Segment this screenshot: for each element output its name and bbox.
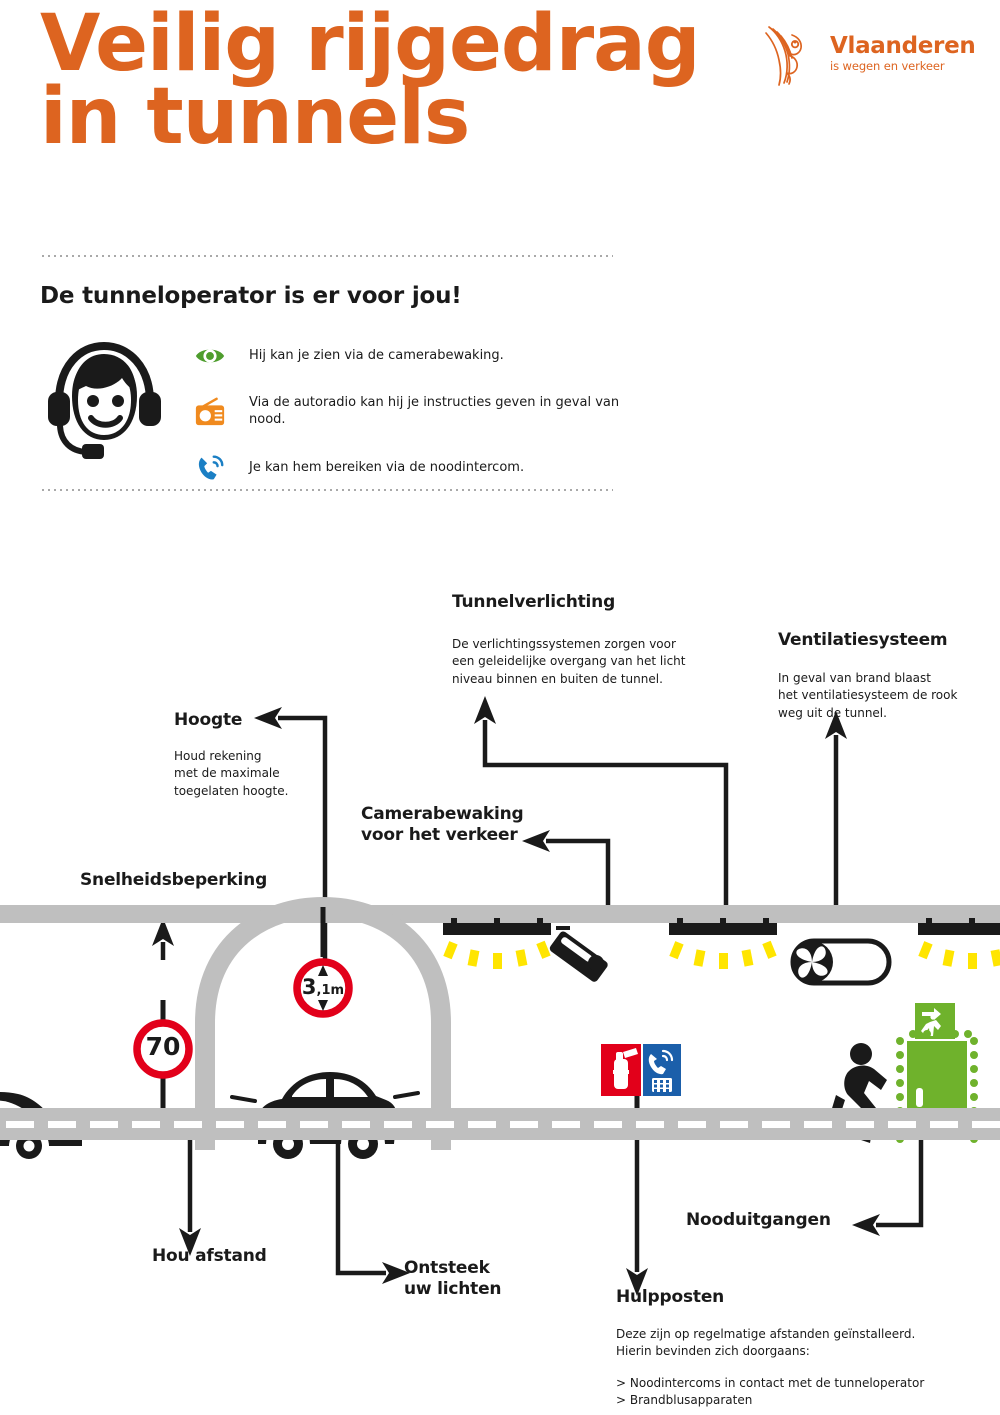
- label-camerabewaking: Camerabewaking voor het verkeer: [361, 804, 524, 846]
- fire-extinguisher-sign-icon: [601, 1044, 641, 1096]
- surveillance-camera-icon: [549, 926, 608, 982]
- label-nooduitgangen: Nooduitgangen: [686, 1210, 831, 1230]
- phone-ringing-icon: [193, 451, 227, 485]
- vlaanderen-logo: Vlaanderen is wegen en verkeer: [762, 20, 976, 90]
- label-hulpposten: Hulpposten: [616, 1287, 725, 1307]
- list-hulpposten: > Noodintercoms in contact met de tunnel…: [616, 1376, 925, 1408]
- label-snelheidsbeperking: Snelheidsbeperking: [80, 870, 268, 890]
- connector-lines: [160, 715, 924, 1276]
- page-title: Veilig rijgedrag in tunnels: [40, 0, 701, 162]
- tunnel-light-fixture-icon: [443, 918, 551, 969]
- connector-arrowheads: [152, 696, 880, 1296]
- eye-icon: [193, 339, 227, 373]
- label-ventilatiesysteem: Ventilatiesysteem: [778, 630, 948, 650]
- tunnel-diagram: 70 3,1m Tunnelverlichting De verlichting…: [0, 560, 1000, 1415]
- list-item-label: Via de autoradio kan hij je instructies …: [249, 395, 620, 427]
- divider-top: [40, 255, 613, 257]
- body-ventilatiesysteem: In geval van brand blaast het ventilatie…: [778, 671, 958, 720]
- divider-bottom: [40, 489, 613, 491]
- list-item: Hij kan je zien via de camerabewaking.: [193, 332, 623, 380]
- road-surface: [0, 1108, 1000, 1140]
- label-ontsteek-uw-lichten: Ontsteek uw lichten: [404, 1258, 502, 1300]
- operator-headset-avatar-icon: [48, 341, 161, 459]
- emergency-exit-sign-icon: [915, 1003, 955, 1039]
- speed-limit-value: 70: [145, 1032, 181, 1061]
- emergency-phone-sign-icon: [634, 1044, 681, 1140]
- logo-tagline: is wegen en verkeer: [830, 58, 945, 73]
- label-hoogte: Hoogte: [174, 710, 243, 730]
- height-limit-unit: ,1m: [316, 983, 345, 998]
- body-hulpposten: Deze zijn op regelmatige afstanden geïns…: [616, 1327, 916, 1359]
- logo-name: Vlaanderen: [830, 32, 976, 59]
- height-limit-sign: [293, 907, 353, 1018]
- vlaanderen-lion-icon: [765, 26, 802, 86]
- road-lane-markings: [6, 1121, 1000, 1128]
- ventilation-fan-icon: [790, 938, 892, 986]
- body-tunnelverlichting: De verlichtingssystemen zorgen voor een …: [452, 637, 686, 686]
- list-item: Via de autoradio kan hij je instructies …: [193, 388, 623, 436]
- list-item: Je kan hem bereiken via de noodintercom.: [193, 444, 623, 492]
- body-hoogte: Houd rekening met de maximale toegelaten…: [174, 749, 289, 798]
- tunnel-light-fixture-icon: [918, 918, 1000, 969]
- radio-icon: [193, 395, 227, 429]
- label-tunnelverlichting: Tunnelverlichting: [452, 592, 616, 612]
- height-limit-value: 3: [301, 975, 317, 999]
- list-item-label: Je kan hem bereiken via de noodintercom.: [249, 459, 525, 475]
- operator-feature-list: Hij kan je zien via de camerabewaking. V…: [193, 332, 623, 500]
- logo-divider: [807, 23, 821, 87]
- operator-heading: De tunneloperator is er voor jou!: [40, 283, 462, 309]
- list-item-label: Hij kan je zien via de camerabewaking.: [249, 347, 504, 363]
- car-outside-icon: [0, 1092, 82, 1166]
- diagram-canvas: [0, 696, 1000, 1296]
- label-hou-afstand: Hou afstand: [152, 1246, 267, 1266]
- tunnel-light-fixture-icon: [669, 918, 777, 969]
